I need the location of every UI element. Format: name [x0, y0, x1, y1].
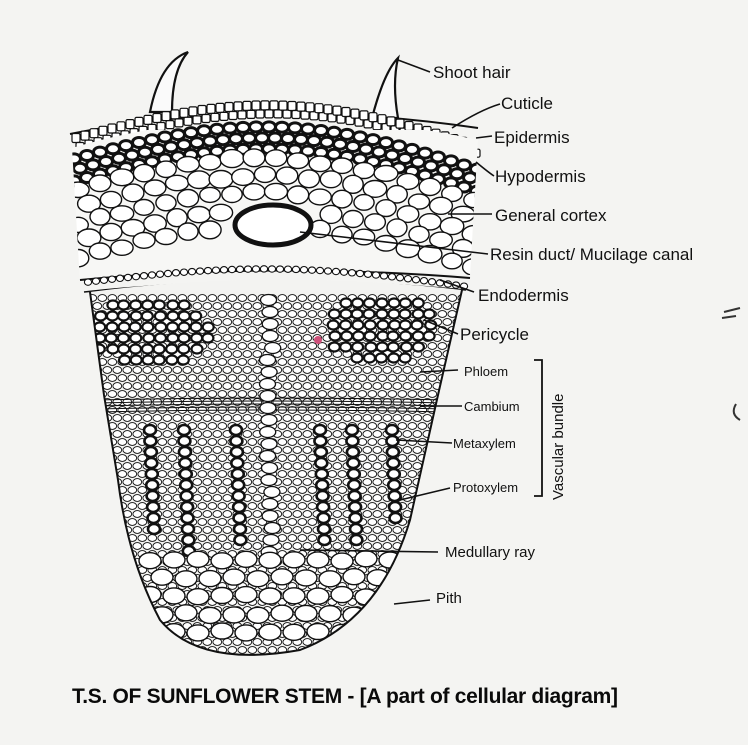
label-shoot-hair: Shoot hair	[433, 64, 511, 81]
label-vascular-bundle: Vascular bundle	[550, 394, 567, 500]
side-mark-1	[722, 308, 740, 318]
label-pith: Pith	[436, 591, 462, 606]
label-cambium: Cambium	[464, 400, 520, 413]
label-epidermis: Epidermis	[494, 129, 570, 146]
label-protoxylem: Protoxylem	[453, 481, 518, 494]
label-endodermis: Endodermis	[478, 287, 569, 304]
pink-mark	[314, 336, 322, 344]
label-hypodermis: Hypodermis	[495, 168, 586, 185]
label-general-cortex: General cortex	[495, 207, 607, 224]
shoot-hair-left	[150, 52, 188, 112]
shoot-hair-right	[372, 58, 398, 118]
label-metaxylem: Metaxylem	[453, 437, 516, 450]
label-medullary-ray: Medullary ray	[445, 545, 535, 560]
label-resin-duct: Resin duct/ Mucilage canal	[490, 246, 693, 263]
side-mark-2	[734, 404, 740, 420]
vascular-bracket	[534, 360, 542, 496]
resin-duct	[235, 205, 311, 245]
label-cuticle: Cuticle	[501, 95, 553, 112]
diagram-caption: T.S. OF SUNFLOWER STEM - [A part of cell…	[72, 685, 618, 709]
label-phloem: Phloem	[464, 365, 508, 378]
label-pericycle: Pericycle	[460, 326, 529, 343]
